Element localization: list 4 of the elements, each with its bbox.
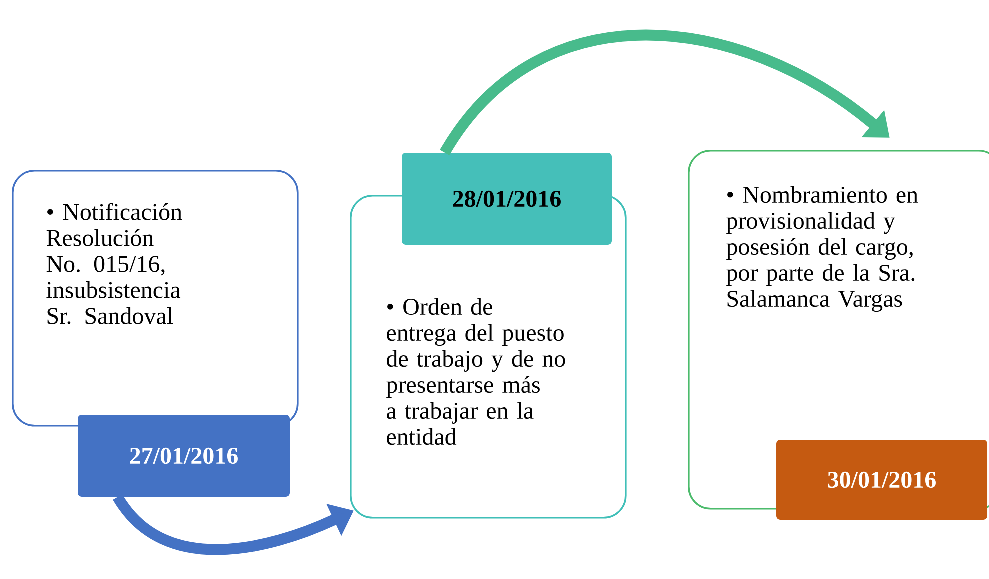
- date-box: 27/01/2016: [78, 415, 290, 497]
- date-box: 30/01/2016: [776, 440, 988, 520]
- card: • Notificación Resolución No. 015/16, insubsistencia Sr. Sandoval: [12, 170, 299, 427]
- date-box: 28/01/2016: [402, 153, 612, 245]
